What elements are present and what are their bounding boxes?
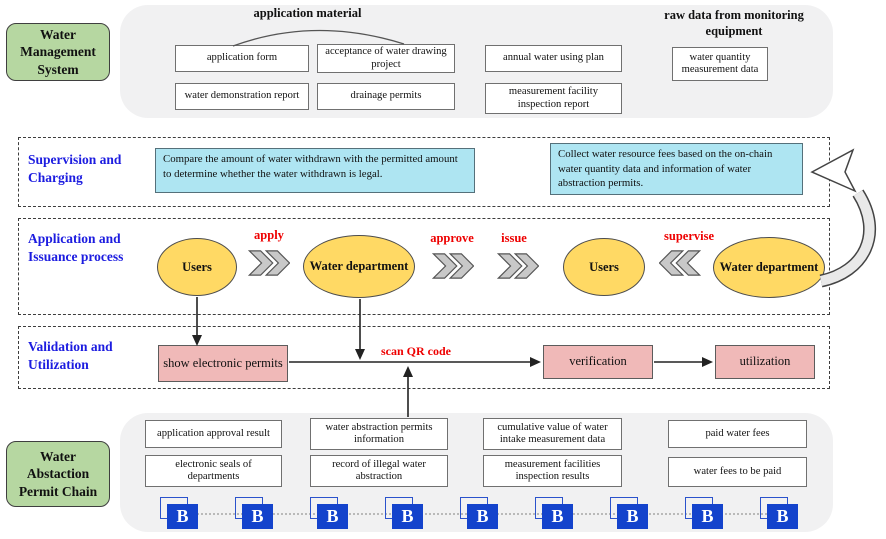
facilities-inspection-results-box: measurement facilities inspection result…: [483, 455, 622, 487]
blockchain-block: B: [760, 497, 800, 530]
paid-water-fees-box: paid water fees: [668, 420, 807, 448]
acceptance-box: acceptance of water drawing project: [317, 44, 455, 73]
blockchain-block: B: [535, 497, 575, 530]
water-management-system-label: Water Management System: [6, 23, 110, 81]
water-demonstration-report-box: water demonstration report: [175, 83, 309, 110]
water-fees-to-be-paid-box: water fees to be paid: [668, 457, 807, 487]
application-material-title: application material: [253, 6, 362, 20]
blockchain-block: B: [310, 497, 350, 530]
validation-utilization-label: Validation and Utilization: [28, 339, 113, 373]
collect-fees-note: Collect water resource fees based on the…: [550, 143, 803, 195]
cumulative-value-box: cumulative value of water intake measure…: [483, 418, 622, 450]
validation-utilization-section: [18, 326, 830, 389]
supervision-charging-label: Supervision and Charging: [28, 152, 122, 186]
water-department-ellipse-2: Water department: [713, 237, 825, 298]
block-b-icon: B: [767, 504, 798, 529]
utilization-box: utilization: [715, 345, 815, 379]
application-approval-result-box: application approval result: [145, 420, 282, 448]
block-b-icon: B: [542, 504, 573, 529]
blockchain-block: B: [235, 497, 275, 530]
block-b-icon: B: [392, 504, 423, 529]
drainage-permits-box: drainage permits: [317, 83, 455, 110]
application-issuance-label: Application and Issuance process: [28, 231, 124, 265]
block-b-icon: B: [317, 504, 348, 529]
supervise-label: supervise: [664, 229, 714, 243]
apply-label: apply: [254, 228, 284, 242]
application-form-box: application form: [175, 45, 309, 72]
blockchain-block: B: [160, 497, 200, 530]
double-chevron-right-icon: [247, 249, 291, 277]
issue-label: issue: [501, 231, 527, 245]
annual-water-plan-box: annual water using plan: [485, 45, 622, 72]
electronic-seals-box: electronic seals of departments: [145, 455, 282, 487]
double-chevron-right-icon: [431, 252, 475, 280]
raw-data-title: raw data from monitoring equipment: [664, 8, 804, 38]
blockchain-block: B: [460, 497, 500, 530]
double-chevron-left-icon: [658, 249, 702, 277]
block-b-icon: B: [242, 504, 273, 529]
system-label-text: Water Management System: [20, 26, 96, 77]
blockchain-block: B: [385, 497, 425, 530]
block-b-icon: B: [617, 504, 648, 529]
block-b-icon: B: [167, 504, 198, 529]
double-chevron-right-icon: [496, 252, 540, 280]
block-b-icon: B: [467, 504, 498, 529]
block-b-icon: B: [692, 504, 723, 529]
illegal-water-record-box: record of illegal water abstraction: [310, 455, 448, 487]
blockchain-block: B: [610, 497, 650, 530]
users-ellipse-2: Users: [563, 238, 645, 296]
water-quantity-data-box: water quantity measurement data: [672, 47, 768, 81]
show-electronic-permits-box: show electronic permits: [158, 345, 288, 382]
water-abstraction-permit-chain-label: Water Abstaction Permit Chain: [6, 441, 110, 507]
water-department-ellipse-1: Water department: [303, 235, 415, 298]
scan-qr-code-label: scan QR code: [381, 344, 451, 358]
chain-label-text: Water Abstaction Permit Chain: [18, 448, 98, 499]
verification-box: verification: [543, 345, 653, 379]
blockchain-block: B: [685, 497, 725, 530]
permits-information-box: water abstraction permits information: [310, 418, 448, 450]
approve-label: approve: [430, 231, 474, 245]
users-ellipse-1: Users: [157, 238, 237, 296]
compare-amount-note: Compare the amount of water withdrawn wi…: [155, 148, 475, 193]
facility-inspection-report-box: measurement facility inspection report: [485, 83, 622, 114]
